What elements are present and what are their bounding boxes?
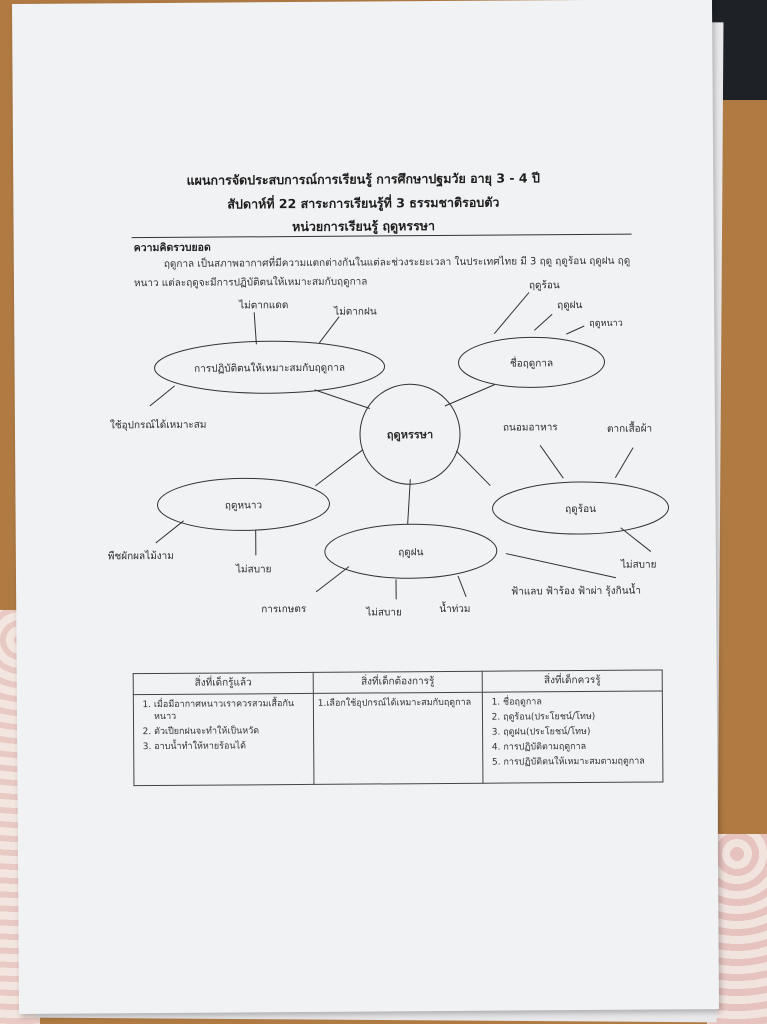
connector-rain-4	[505, 553, 617, 579]
connector-summer-3	[620, 527, 652, 552]
document-page: แผนการจัดประสบการณ์การเรียนรู้ การศึกษาป…	[12, 0, 720, 1014]
summer-ellipse	[492, 481, 670, 535]
names-item-1: ฤดูร้อน	[529, 279, 560, 291]
winter-item-2: ไม่สบาย	[235, 563, 272, 575]
connector-summer-1	[539, 445, 564, 479]
connector-practice-1	[253, 312, 257, 345]
list-item: ตัวเปียกฝนจะทำให้เป็นหวัด	[154, 725, 309, 738]
connector-summer	[455, 450, 491, 487]
mind-map: ฤดูหรรษา การปฏิบัติตนให้เหมาะสมกับฤดูกาล…	[108, 279, 670, 619]
list-item: ฤดูฝน(ประโยชน์/โทษ)	[503, 726, 658, 739]
rain-item-4: ฟ้าแลบ ฟ้าร้อง ฟ้าผ่า รุ้งกินน้ำ	[511, 583, 641, 598]
winter-ellipse	[157, 477, 330, 531]
connector-practice-3	[149, 385, 175, 407]
connector-rain-1	[315, 566, 350, 593]
connector-rain	[407, 479, 411, 525]
rain-item-2: ไม่สบาย	[365, 606, 402, 618]
summer-item-2: ตากเสื้อผ้า	[607, 421, 652, 435]
center-circle	[359, 383, 461, 485]
connector-winter-1	[155, 520, 184, 544]
connector-winter	[315, 449, 364, 487]
connector-practice-2	[318, 316, 340, 344]
rain-item-3: น้ำท่วม	[439, 601, 470, 615]
winter-item-1: พืชผักผลไม้งาม	[108, 550, 174, 562]
table-row: เมื่อมีอากาศหนาวเราควรสวมเสื้อกันหนาว ตั…	[133, 690, 663, 786]
connector-names	[444, 384, 495, 407]
names-label: ชื่อฤดูกาล	[510, 355, 553, 369]
connector-practice	[314, 389, 370, 409]
summer-item-1: ถนอมอาหาร	[503, 422, 558, 433]
rain-item-1: การเกษตร	[261, 604, 307, 615]
center-label: ฤดูหรรษา	[387, 428, 433, 442]
table-cell-should: ชื่อฤดูกาล ฤดูร้อน(ประโยชน์/โทษ) ฤดูฝน(ป…	[482, 690, 663, 784]
connector-names-2	[533, 313, 553, 331]
rain-ellipse	[324, 523, 498, 579]
practice-ellipse	[154, 340, 386, 394]
list-item: ฤดูร้อน(ประโยชน์/โทษ)	[503, 711, 658, 724]
list-item: ชื่อฤดูกาล	[503, 696, 658, 709]
table-header: สิ่งที่เด็กต้องการรู้	[313, 671, 483, 694]
names-item-2: ฤดูฝน	[557, 300, 582, 311]
connector-names-3	[566, 325, 585, 335]
connector-names-1	[493, 292, 530, 334]
table-cell-want: 1.เลือกใช้อุปกรณ์ได้เหมาะสมกับฤดูกาล	[313, 692, 484, 785]
summer-item-3: ไม่สบาย	[620, 559, 657, 571]
names-ellipse	[458, 336, 606, 388]
summer-label: ฤดูร้อน	[565, 503, 596, 515]
practice-label: การปฏิบัติตนให้เหมาะสมกับฤดูกาล	[194, 362, 345, 375]
names-item-3: ฤดูหนาว	[589, 319, 623, 329]
learning-table: สิ่งที่เด็กรู้แล้ว สิ่งที่เด็กต้องการรู้…	[133, 669, 664, 786]
list-item: 1.เลือกใช้อุปกรณ์ได้เหมาะสมกับฤดูกาล	[317, 697, 472, 709]
table-cell-known: เมื่อมีอากาศหนาวเราควรสวมเสื้อกันหนาว ตั…	[133, 693, 314, 786]
connector-rain-3	[457, 575, 467, 598]
practice-item-3: ใช้อุปกรณ์ได้เหมาะสม	[110, 419, 207, 432]
list-item: การปฏิบัติตามฤดูกาล	[503, 741, 658, 754]
winter-label: ฤดูหนาว	[225, 500, 262, 511]
rain-label: ฤดูฝน	[398, 547, 423, 558]
list-item: เมื่อมีอากาศหนาวเราควรสวมเสื้อกันหนาว	[154, 698, 309, 723]
practice-item-2: ไม่ตากฝน	[333, 305, 377, 317]
table-header: สิ่งที่เด็กควรรู้	[482, 669, 663, 693]
list-item: การปฏิบัติตนให้เหมาะสมตามฤดูกาล	[503, 756, 658, 769]
list-item: อาบน้ำทำให้หายร้อนได้	[154, 740, 309, 753]
practice-item-1: ไม่ตากแดด	[238, 299, 288, 311]
table-header: สิ่งที่เด็กรู้แล้ว	[133, 672, 314, 695]
connector-summer-2	[614, 447, 634, 479]
